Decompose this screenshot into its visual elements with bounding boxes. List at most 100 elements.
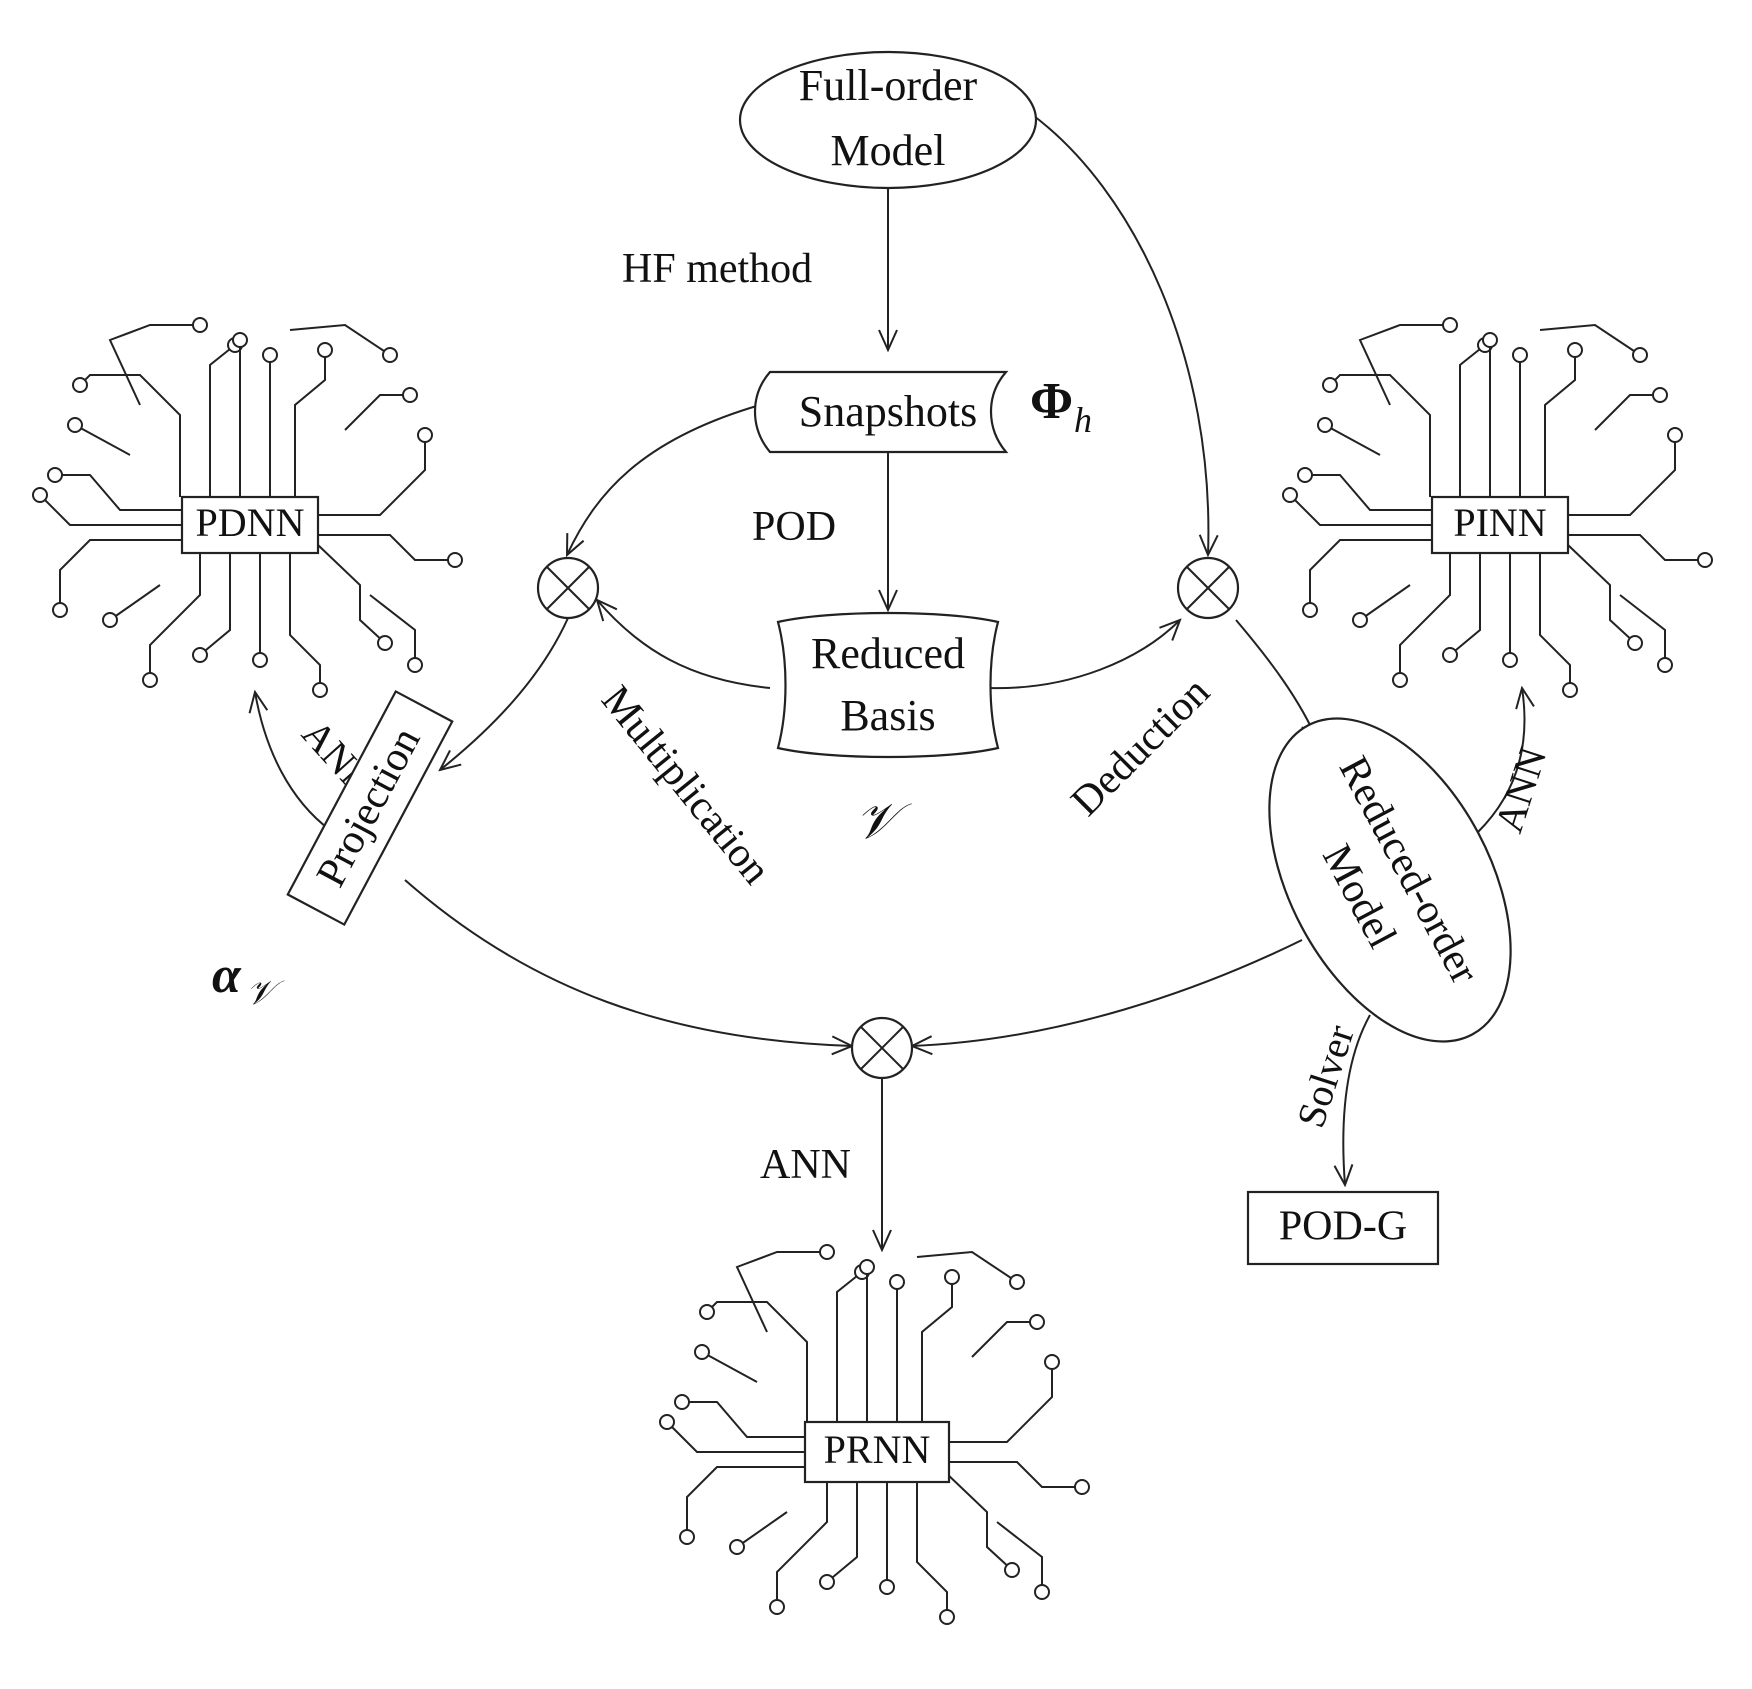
circuit-trace — [74, 424, 131, 456]
circuit-trace — [108, 324, 200, 406]
full-order-model-line1: Full-order — [799, 61, 978, 110]
circuit-trace — [706, 1301, 808, 1424]
circuit-trace — [55, 474, 182, 511]
circuit-node — [1627, 635, 1643, 651]
circuit-trace — [996, 1521, 1043, 1592]
pdnn-label: PDNN — [196, 500, 305, 545]
reduced-basis-line2: Basis — [840, 691, 935, 740]
reduced-basis-line1: Reduced — [811, 629, 965, 678]
pdnn-brain: PDNN — [32, 317, 463, 698]
circuit-node — [944, 1269, 960, 1285]
circuit-node — [1392, 672, 1408, 688]
deduction-label: Deduction — [1063, 669, 1219, 825]
circuit-node — [1297, 467, 1313, 483]
circuit-trace — [921, 1277, 953, 1424]
phi-subscript: h — [1074, 400, 1092, 440]
circuit-node — [447, 552, 463, 568]
circuit-node — [699, 1304, 715, 1320]
ann-label-bottom: ANN — [760, 1142, 851, 1188]
circuit-trace — [1568, 435, 1676, 516]
pod-g-label: POD-G — [1279, 1204, 1407, 1250]
circuit-trace — [686, 1466, 809, 1537]
arrow-rom-to-pinn — [1477, 688, 1525, 833]
circuit-trace — [1359, 584, 1411, 621]
snapshots-node: Snapshots — [753, 370, 1009, 454]
circuit-node — [879, 1579, 895, 1595]
circuit-node — [402, 387, 418, 403]
circuit-trace — [916, 1250, 1018, 1283]
circuit-node — [1442, 647, 1458, 663]
multiplication-junction — [536, 556, 600, 620]
circuit-trace — [1568, 534, 1705, 561]
circuit-node — [1074, 1479, 1090, 1495]
circuit-trace — [289, 553, 321, 690]
circuit-node — [67, 417, 83, 433]
circuit-node — [192, 317, 208, 333]
connectors — [255, 112, 1525, 1250]
circuit-trace — [317, 544, 386, 644]
circuit-trace — [79, 374, 181, 497]
circuit-node — [1442, 317, 1458, 333]
circuit-trace — [1324, 424, 1381, 456]
circuit-node — [1029, 1314, 1045, 1330]
circuit-node — [1009, 1274, 1025, 1290]
circuit-node — [32, 487, 48, 503]
pinn-brain: PINN — [1282, 317, 1713, 698]
circuit-trace — [1594, 394, 1660, 431]
arrow-deduction-to-rom — [1235, 619, 1318, 742]
circuit-node — [679, 1529, 695, 1545]
circuit-trace — [1305, 474, 1432, 511]
circuit-node — [1567, 342, 1583, 358]
circuit-trace — [318, 435, 426, 516]
arrow-rom-to-podg — [1343, 1014, 1371, 1185]
pod-label: POD — [752, 504, 836, 550]
circuit-node — [262, 347, 278, 363]
circuit-trace — [1399, 553, 1451, 680]
circuit-node — [192, 647, 208, 663]
circuit-node — [1502, 652, 1518, 668]
circuit-node — [312, 682, 328, 698]
circuit-node — [1652, 387, 1668, 403]
circuit-node — [1632, 347, 1648, 363]
pod-g-node: POD-G — [1246, 1190, 1440, 1266]
prnn-brain: PRNN — [659, 1244, 1090, 1625]
arrow-basis-to-multiplication-junction — [597, 600, 771, 689]
alpha-symbol: α — [212, 947, 242, 1004]
circuit-trace — [318, 534, 455, 561]
arrow-snapshots-to-multiplication-junction — [567, 404, 761, 555]
circuit-trace — [776, 1480, 828, 1607]
circuit-node — [232, 332, 248, 348]
circuit-node — [674, 1394, 690, 1410]
snapshots-symbol: Φ h — [1030, 373, 1092, 440]
multiplication-label: Multiplication — [592, 677, 779, 893]
solver-label: Solver — [1288, 1020, 1363, 1133]
pinn-circuit-traces — [1282, 317, 1713, 698]
circuit-node — [52, 602, 68, 618]
circuit-node — [1697, 552, 1713, 568]
circuit-node — [1282, 487, 1298, 503]
circuit-node — [142, 672, 158, 688]
circuit-trace — [294, 350, 326, 497]
circuit-node — [939, 1609, 955, 1625]
arrow-fom-to-deduction-junction — [1029, 112, 1208, 555]
circuit-node — [102, 612, 118, 628]
circuit-node — [1482, 332, 1498, 348]
circuit-trace — [682, 1401, 809, 1438]
prnn-label: PRNN — [824, 1427, 931, 1472]
prnn-circuit-traces — [659, 1244, 1090, 1625]
circuit-node — [859, 1259, 875, 1275]
arrow-projection-to-combination — [404, 879, 852, 1046]
circuit-trace — [1567, 544, 1636, 644]
circuit-trace — [735, 1251, 827, 1333]
pdnn-chip — [180, 495, 320, 555]
combination-junction — [850, 1016, 914, 1080]
circuit-trace — [1289, 494, 1432, 526]
full-order-model-line2: Model — [831, 126, 946, 175]
circuit-node — [819, 1244, 835, 1260]
circuit-trace — [369, 594, 416, 665]
prnn-chip — [803, 1420, 951, 1484]
circuit-trace — [149, 553, 201, 680]
circuit-trace — [1449, 553, 1481, 656]
